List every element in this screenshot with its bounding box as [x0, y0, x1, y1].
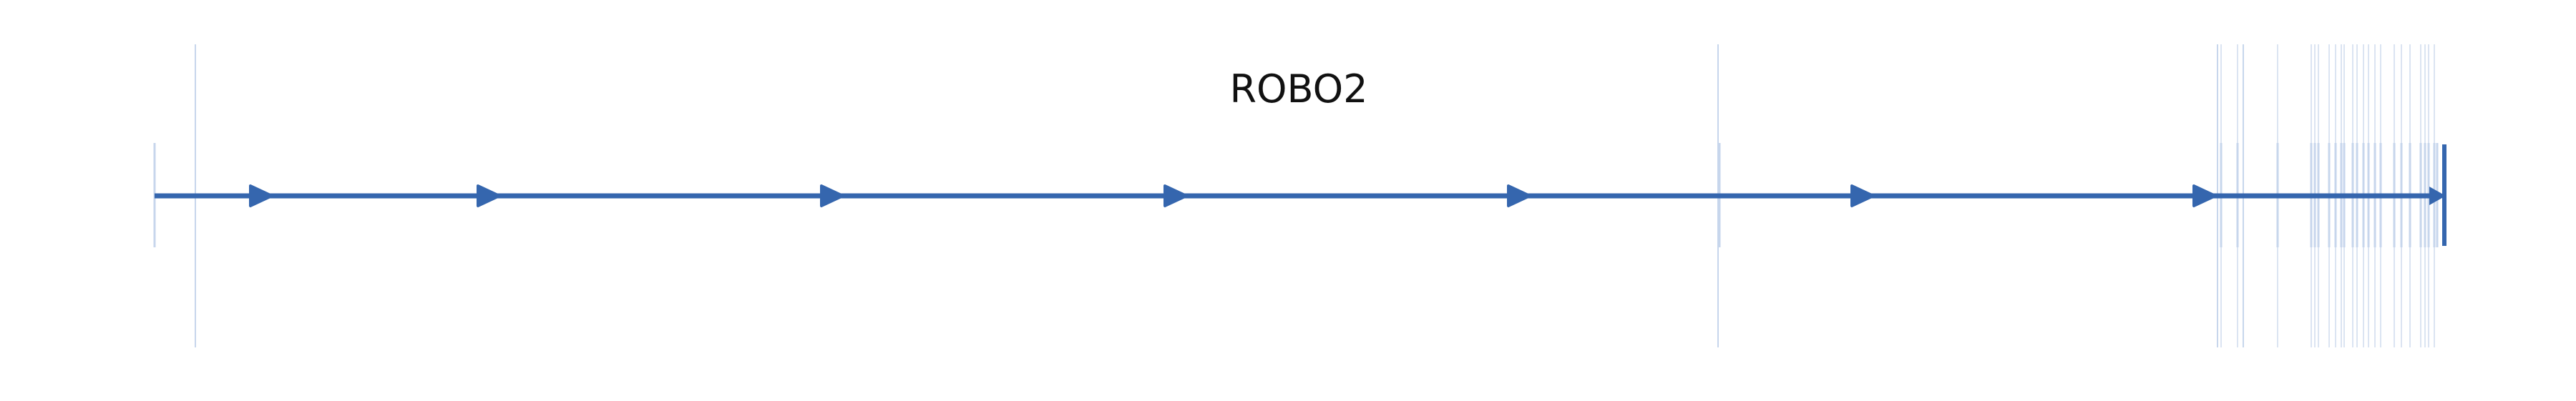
strand-direction-arrow-icon — [820, 184, 844, 207]
strand-direction-arrow-icon — [2192, 184, 2217, 207]
strand-direction-arrow-icon — [1163, 184, 1188, 207]
strand-direction-arrow-icon — [477, 184, 501, 207]
strand-direction-arrow-icon — [249, 184, 273, 207]
gene-model — [155, 144, 2446, 246]
gene-title: ROBO2 — [1230, 66, 1368, 112]
strand-direction-arrow-icon — [1507, 184, 1531, 207]
strand-direction-arrow-icon — [2429, 187, 2446, 205]
strand-direction-arrow-icon — [1850, 184, 1875, 207]
